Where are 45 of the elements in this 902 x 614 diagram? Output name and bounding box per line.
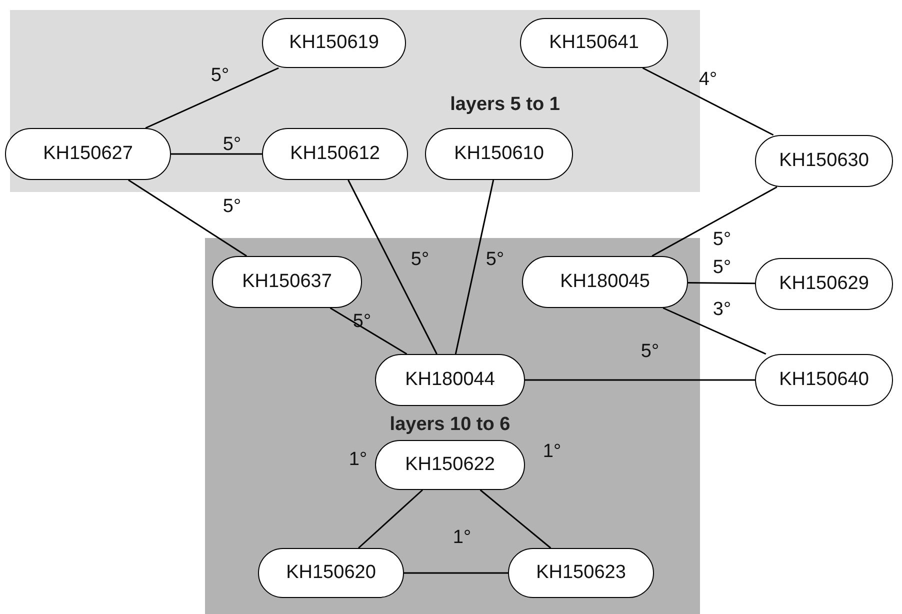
connector-line: [480, 489, 552, 549]
pill-node: KH150641: [520, 18, 668, 68]
edge-label: 5°: [712, 256, 732, 280]
edge-label: 4°: [698, 68, 718, 92]
pill-node: KH150640: [755, 354, 893, 406]
layer-band: [205, 238, 700, 614]
connector-line: [330, 307, 408, 355]
connector-line: [662, 307, 766, 355]
edge-label: 5°: [486, 248, 504, 272]
connector-line: [145, 67, 279, 129]
pill-node: KH150630: [755, 135, 893, 187]
connector-line: [171, 153, 262, 155]
pill-node: KH180045: [522, 256, 688, 308]
edge-label: 5°: [222, 132, 242, 157]
connector-line: [348, 180, 438, 354]
pill-node: KH150612: [262, 128, 408, 180]
band-heading: layers 5 to 1: [450, 92, 560, 117]
pill-node: KH150610: [425, 128, 573, 180]
edge-label: 5°: [222, 194, 242, 219]
connector-line: [404, 572, 508, 574]
connector-line: [652, 186, 778, 257]
pill-node: KH150620: [258, 548, 404, 598]
pill-node: KH150637: [212, 256, 362, 308]
connector-line: [688, 282, 755, 284]
edge-label: 5°: [352, 310, 372, 334]
connector-line: [128, 179, 247, 257]
connector-line: [358, 489, 423, 549]
edge-label: 5°: [210, 64, 230, 88]
pill-node: KH150629: [755, 258, 893, 310]
connector-line: [525, 379, 755, 381]
edge-label: 5°: [712, 228, 732, 252]
pill-node: KH150619: [262, 18, 406, 68]
connector-line: [454, 180, 494, 354]
connector-line: [642, 67, 774, 136]
band-heading: layers 10 to 6: [390, 412, 510, 437]
edge-label: 1°: [348, 448, 368, 472]
pill-node: KH150622: [375, 440, 525, 490]
pill-node: KH180044: [375, 354, 525, 406]
edge-label: 5°: [640, 340, 660, 364]
layer-band: [10, 10, 700, 192]
edge-label: 5°: [410, 248, 430, 272]
edge-label: 1°: [542, 440, 562, 464]
edge-label: 3°: [712, 298, 732, 322]
pill-node: KH150623: [508, 548, 654, 598]
edge-label: 1°: [452, 526, 472, 550]
